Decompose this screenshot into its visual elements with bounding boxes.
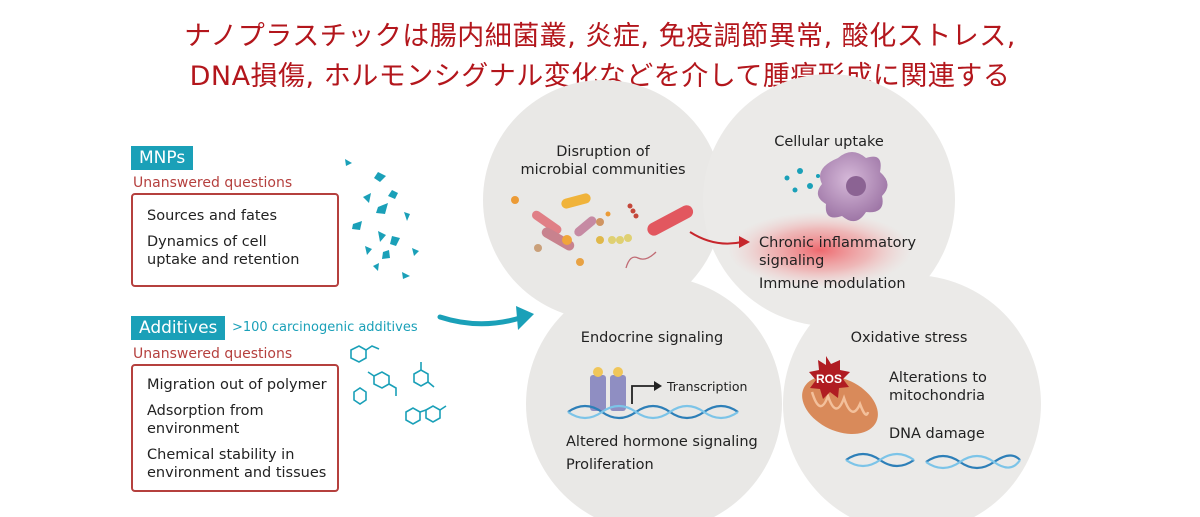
additives-question: Migration out of polymer [147, 377, 327, 393]
microbial-title-line1: Disruption of [556, 144, 650, 160]
hormone-receptor-icon [590, 367, 626, 411]
mnps-question: Dynamics of cell [147, 234, 267, 250]
oxidative-title: Oxidative stress [851, 330, 968, 346]
oxidative-item1-line1: Alterations to [889, 370, 987, 386]
uptake-item2: Immune modulation [759, 276, 906, 292]
mnps-tag: MNPs [131, 146, 194, 170]
oxidative-item2: DNA damage [889, 426, 985, 442]
microplastic-fragments [345, 159, 419, 279]
additives-question: Chemical stability in [147, 447, 295, 463]
additives-unanswered-label: Unanswered questions [133, 346, 293, 362]
additives-note: >100 carcinogenic additives [232, 320, 418, 335]
cell-nucleus-icon [846, 176, 866, 196]
ros-label: ROS [816, 372, 842, 386]
panel-endocrine-bg [526, 276, 782, 517]
mnps-questions-box: Sources and fates Dynamics of cell uptak… [131, 193, 339, 287]
damaged-dna-icon [845, 452, 1021, 470]
microbial-title-line2: microbial communities [520, 162, 685, 178]
endocrine-item1: Altered hormone signaling [566, 434, 758, 450]
additives-tag: Additives [131, 316, 226, 340]
additive-molecules [350, 345, 447, 425]
additives-questions-box: Migration out of polymer Adsorption from… [131, 364, 339, 492]
headline-line-1: ナノプラスチックは腸内細菌叢, 炎症, 免疫調節異常, 酸化ストレス, [184, 21, 1016, 52]
oxidative-item1-line2: mitochondria [889, 388, 985, 404]
endocrine-title: Endocrine signaling [581, 330, 723, 346]
mnps-unanswered-label: Unanswered questions [133, 175, 293, 191]
additives-question: environment and tissues [147, 465, 327, 481]
bacteria-cluster-icon [511, 193, 694, 269]
uptake-item1-line2: signaling [759, 253, 824, 269]
panel-microbial-bg [483, 80, 723, 320]
uptake-title: Cellular uptake [774, 134, 884, 150]
particle-dots [784, 168, 820, 193]
mnps-question: Sources and fates [147, 208, 278, 224]
additives-question: Adsorption from [147, 403, 264, 419]
ros-starburst-icon [809, 356, 850, 399]
inflammation-glow [728, 212, 912, 288]
flow-arrow [437, 314, 523, 327]
inflammation-arrowhead [739, 236, 750, 248]
inflammation-arrow [689, 231, 743, 245]
dna-helix-icon [567, 404, 739, 420]
flow-arrowhead [516, 306, 534, 330]
transcription-arrowhead [654, 381, 662, 391]
uptake-item1-line1: Chronic inflammatory [759, 235, 917, 251]
mnps-question: uptake and retention [147, 252, 300, 268]
transcription-arrow [631, 385, 655, 404]
endocrine-item2: Proliferation [566, 457, 654, 473]
transcription-label: Transcription [666, 379, 747, 394]
additives-question: environment [147, 421, 240, 437]
